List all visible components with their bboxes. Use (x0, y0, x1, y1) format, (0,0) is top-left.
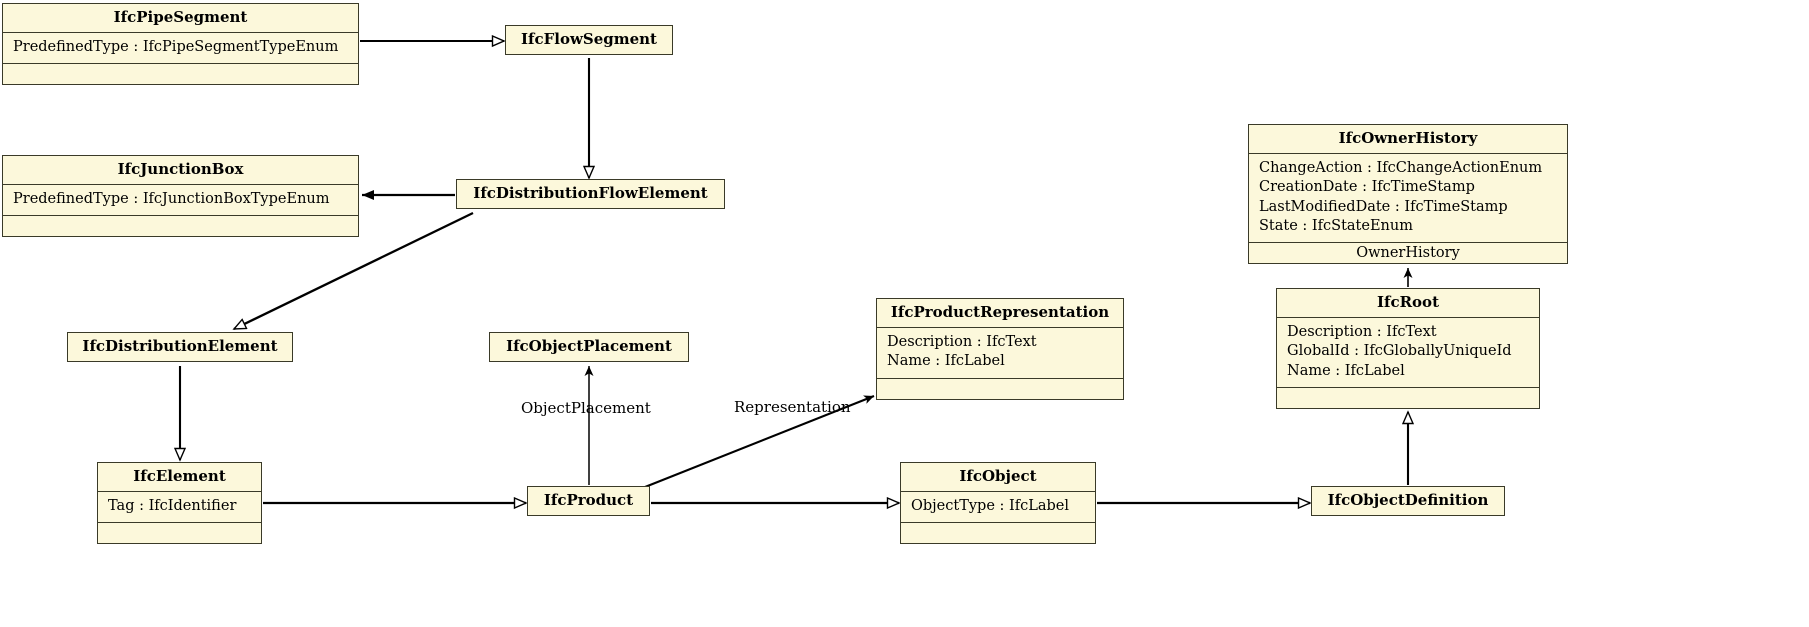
attribute-row: PredefinedType : IfcJunctionBoxTypeEnum (13, 191, 330, 208)
class-title: IfcRoot (1376, 293, 1439, 311)
class-title: IfcJunctionBox (117, 160, 244, 178)
class-title: IfcDistributionElement (82, 337, 278, 355)
class-title: IfcFlowSegment (521, 30, 657, 48)
compartment-divider (901, 491, 1095, 493)
class-title: IfcObject (959, 467, 1037, 485)
compartment-divider (3, 215, 358, 217)
class-box-ifcobjectplacement[interactable]: IfcObjectPlacement (489, 332, 689, 363)
attribute-row: LastModifiedDate : IfcTimeStamp (1259, 198, 1508, 215)
compartment-divider (3, 63, 358, 65)
class-operations: OwnerHistory (1356, 244, 1460, 261)
class-title: IfcProductRepresentation (890, 303, 1110, 321)
compartment-divider (3, 32, 358, 34)
class-box-ifcroot[interactable]: IfcRoot Description : IfcText GlobalId :… (1276, 288, 1540, 409)
class-operations (1277, 388, 1539, 408)
attribute-row: Name : IfcLabel (887, 353, 1005, 370)
class-box-ifcdistributionelement[interactable]: IfcDistributionElement (67, 332, 293, 363)
attribute-row: State : IfcStateEnum (1259, 217, 1413, 234)
attribute-row: ChangeAction : IfcChangeActionEnum (1259, 160, 1543, 177)
compartment-divider (1277, 317, 1539, 319)
class-operations (98, 523, 261, 543)
class-attributes: Tag : IfcIdentifier (98, 492, 261, 522)
class-title: IfcOwnerHistory (1338, 129, 1478, 147)
attribute-row: CreationDate : IfcTimeStamp (1259, 179, 1475, 196)
compartment-divider (98, 522, 261, 524)
class-operations (901, 523, 1095, 543)
class-attributes: PredefinedType : IfcPipeSegmentTypeEnum (3, 33, 358, 63)
edge-label-objectplacement: ObjectPlacement (521, 399, 651, 417)
class-title: IfcElement (133, 467, 226, 485)
attribute-row: Description : IfcText (1287, 324, 1437, 341)
attribute-row: Tag : IfcIdentifier (108, 498, 237, 515)
class-operations (877, 379, 1123, 399)
class-title: IfcProduct (543, 491, 634, 509)
attribute-row: Name : IfcLabel (1287, 362, 1405, 379)
edge-label-representation: Representation (734, 398, 851, 416)
class-title: IfcObjectDefinition (1327, 491, 1489, 509)
class-operations (3, 64, 358, 84)
attribute-row: GlobalId : IfcGloballyUniqueId (1287, 343, 1512, 360)
class-attributes: ChangeAction : IfcChangeActionEnum Creat… (1249, 154, 1567, 242)
class-box-ifcjunctionbox[interactable]: IfcJunctionBox PredefinedType : IfcJunct… (2, 155, 359, 238)
class-attributes: PredefinedType : IfcJunctionBoxTypeEnum (3, 185, 358, 215)
class-box-ifcproduct[interactable]: IfcProduct (527, 486, 650, 517)
compartment-divider (1249, 153, 1567, 155)
class-operations (3, 216, 358, 236)
class-box-ifcobjectdefinition[interactable]: IfcObjectDefinition (1311, 486, 1505, 517)
class-box-ifcelement[interactable]: IfcElement Tag : IfcIdentifier (97, 462, 262, 545)
class-attributes: Description : IfcText GlobalId : IfcGlob… (1277, 318, 1539, 386)
attribute-row: Description : IfcText (887, 334, 1037, 351)
compartment-divider (98, 491, 261, 493)
class-box-ifcobject[interactable]: IfcObject ObjectType : IfcLabel (900, 462, 1096, 545)
class-box-ifcpipesegment[interactable]: IfcPipeSegment PredefinedType : IfcPipeS… (2, 3, 359, 86)
class-box-ifcdistributionflowelement[interactable]: IfcDistributionFlowElement (456, 179, 725, 210)
class-attributes: Description : IfcText Name : IfcLabel (877, 328, 1123, 377)
class-box-ifcproductrepresentation[interactable]: IfcProductRepresentation Description : I… (876, 298, 1124, 400)
compartment-divider (1249, 241, 1567, 243)
compartment-divider (1277, 386, 1539, 388)
compartment-divider (877, 327, 1123, 329)
compartment-divider (901, 522, 1095, 524)
class-box-ifcflowsegment[interactable]: IfcFlowSegment (505, 25, 673, 56)
attribute-row: PredefinedType : IfcPipeSegmentTypeEnum (13, 39, 339, 56)
class-box-ifcownerhistory[interactable]: IfcOwnerHistory ChangeAction : IfcChange… (1248, 124, 1568, 264)
class-title: IfcPipeSegment (113, 8, 248, 26)
compartment-divider (3, 184, 358, 186)
compartment-divider (877, 377, 1123, 379)
class-attributes: ObjectType : IfcLabel (901, 492, 1095, 522)
attribute-row: ObjectType : IfcLabel (911, 498, 1070, 515)
class-title: IfcObjectPlacement (506, 337, 672, 355)
class-title: IfcDistributionFlowElement (473, 184, 708, 202)
